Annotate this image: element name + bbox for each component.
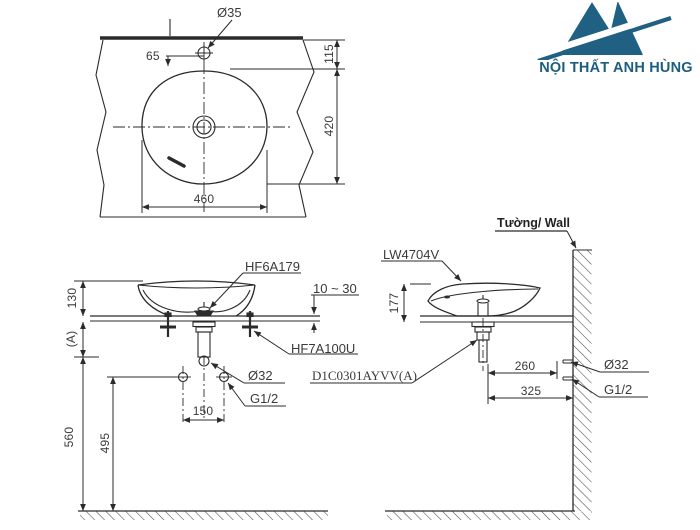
front-view-drawing	[74, 272, 359, 520]
dim-counter-thickness: 10 ~ 30	[313, 281, 357, 296]
logo-company-name: NỘI THẤT ANH HÙNG	[539, 60, 693, 76]
label-fixing-part: HF7A100U	[291, 341, 356, 356]
anh-hung-logo-icon	[537, 2, 672, 60]
label-supply-thread-side: G1/2	[604, 382, 633, 397]
top-view-drawing	[95, 19, 345, 218]
dim-420: 420	[322, 115, 336, 137]
dim-150: 150	[192, 404, 214, 418]
floor-hatch-right	[385, 510, 592, 520]
label-drain-dia-side: Ø32	[604, 357, 629, 372]
floor-hatch	[78, 510, 328, 520]
side-view-drawing	[310, 230, 649, 520]
dim-177: 177	[387, 292, 401, 314]
dim-495: 495	[98, 432, 112, 454]
dim-260: 260	[514, 359, 536, 373]
dim-faucet-hole-dia: Ø35	[217, 5, 242, 20]
label-drain-dia-front: Ø32	[248, 368, 273, 383]
dim-65: 65	[146, 49, 160, 63]
label-drain-part: HF6A179	[245, 259, 300, 274]
label-basin-model: LW4704V	[383, 247, 440, 262]
dim-560: 560	[62, 426, 76, 448]
label-set-code: D1C0301AYVV(A)	[312, 368, 417, 383]
dim-115: 115	[322, 44, 336, 64]
dim-460: 460	[193, 192, 215, 206]
dim-325: 325	[520, 384, 542, 398]
label-supply-thread-front: G1/2	[250, 391, 279, 406]
label-wall: Tường/ Wall	[497, 216, 571, 230]
wall-hatch	[572, 249, 592, 511]
dim-a: (A)	[64, 330, 78, 348]
dim-130: 130	[65, 287, 79, 309]
